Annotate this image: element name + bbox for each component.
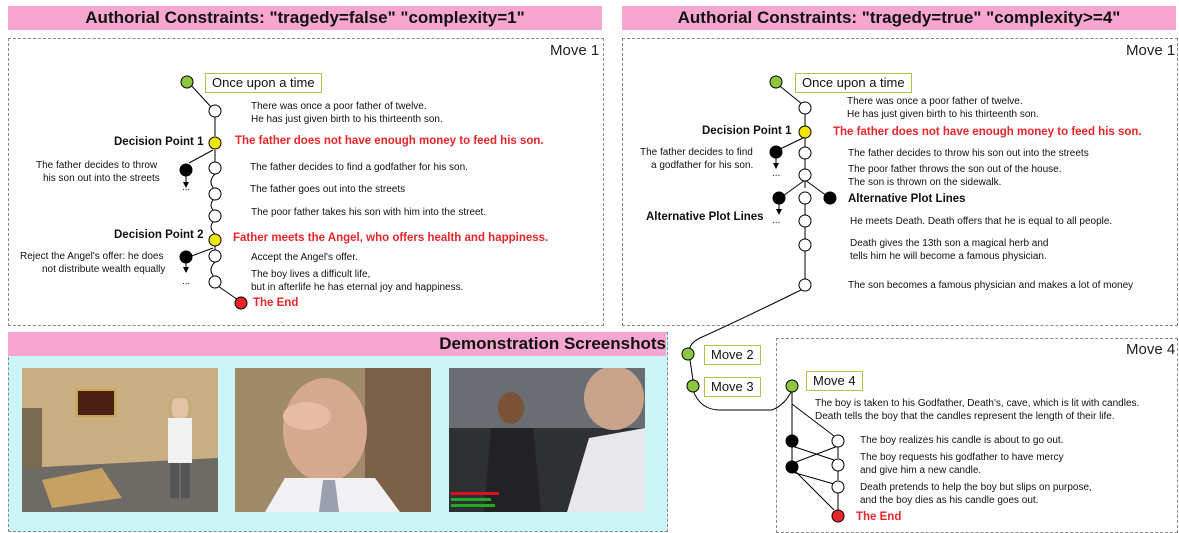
left-intro-line-1: There was once a poor father of twelve. <box>251 101 427 112</box>
right-decision-point-1: Decision Point 1 <box>702 125 792 137</box>
left-decision-node-1 <box>208 136 222 150</box>
right-step-4-line-1: Death gives the 13th son a magical herb … <box>850 238 1049 249</box>
left-decision-point-1: Decision Point 1 <box>114 136 204 148</box>
right-alt-plot-lines-right: Alternative Plot Lines <box>848 193 966 205</box>
left-start-box: Once upon a time <box>205 73 322 93</box>
move4-panel-label: Move 4 <box>1126 341 1176 358</box>
left-start-node <box>180 75 194 89</box>
screenshot-death <box>449 368 645 512</box>
left-decision-text-2: Father meets the Angel, who offers healt… <box>233 232 549 244</box>
left-decision-node-2 <box>208 233 222 247</box>
left-node <box>208 209 222 223</box>
move4-alt-node <box>785 434 799 448</box>
left-node <box>208 161 222 175</box>
screenshot-room <box>22 368 218 512</box>
move4-text-1a: The boy is taken to his Godfather, Death… <box>815 398 1140 409</box>
move4-text-3a: The boy requests his godfather to have m… <box>860 452 1064 463</box>
right-alt-node-1 <box>769 145 783 159</box>
right-alt-node-2 <box>772 191 786 205</box>
move4-end-node <box>831 509 845 523</box>
right-start-box: Once upon a time <box>795 73 912 93</box>
left-step-1: The father decides to find a godfather f… <box>250 162 468 173</box>
right-node <box>798 101 812 115</box>
right-step-4-line-2: tells him he will become a famous physic… <box>850 251 1047 262</box>
right-alt-plot-lines-left: Alternative Plot Lines <box>646 211 764 223</box>
left-step-5-line-2: but in afterlife he has eternal joy and … <box>251 282 464 293</box>
left-intro-line-2: He has just given birth to his thirteent… <box>251 114 443 125</box>
move4-text-1b: Death tells the boy that the candles rep… <box>815 411 1115 422</box>
left-alt1-line-1: The father decides to throw <box>36 160 158 171</box>
left-alt1-line-2: his son out into the streets <box>43 173 160 184</box>
move4-node <box>831 434 845 448</box>
right-node <box>798 278 812 292</box>
move3-node <box>686 379 700 393</box>
left-ellipsis: ... <box>182 276 191 287</box>
move4-node <box>831 480 845 494</box>
left-end-node <box>234 296 248 310</box>
left-node <box>208 275 222 289</box>
screenshot-father <box>235 368 431 512</box>
right-node <box>798 146 812 160</box>
move4-alt-node <box>785 460 799 474</box>
left-alt-node-2 <box>179 250 193 264</box>
right-header: Authorial Constraints: "tragedy=true" "c… <box>622 6 1176 30</box>
move3-box: Move 3 <box>704 377 761 397</box>
left-alt2-line-1: Reject the Angel's offer: he does <box>20 251 164 262</box>
demo-header: Demonstration Screenshots <box>8 332 666 356</box>
left-alt-node-1 <box>179 163 193 177</box>
right-decision-text-1: The father does not have enough money to… <box>833 126 1142 138</box>
left-node <box>208 104 222 118</box>
move4-end-label: The End <box>856 511 902 523</box>
move4-text-3b: and give him a new candle. <box>860 465 982 476</box>
left-decision-point-2: Decision Point 2 <box>114 229 204 241</box>
left-ellipsis: ... <box>182 182 191 193</box>
move4-start-node <box>785 379 799 393</box>
right-alt1-line-2: a godfather for his son. <box>651 160 754 171</box>
left-panel <box>8 38 604 326</box>
move2-box: Move 2 <box>704 345 761 365</box>
move4-text-4a: Death pretends to help the boy but slips… <box>860 482 1092 493</box>
right-alt1-line-1: The father decides to find <box>640 147 753 158</box>
left-step-5-line-1: The boy lives a difficult life, <box>251 269 371 280</box>
right-alt-node-3 <box>823 191 837 205</box>
left-step-3: The poor father takes his son with him i… <box>251 207 487 218</box>
move4-panel <box>776 338 1178 533</box>
move4-text-4b: and the boy dies as his candle goes out. <box>860 495 1039 506</box>
left-node <box>208 187 222 201</box>
right-intro-line-1: There was once a poor father of twelve. <box>847 96 1023 107</box>
right-start-node <box>769 75 783 89</box>
right-ellipsis: ... <box>772 215 781 226</box>
left-end-label: The End <box>253 297 299 309</box>
right-node <box>798 214 812 228</box>
right-step-2-line-2: The son is thrown on the sidewalk. <box>848 177 1002 188</box>
right-step-5: The son becomes a famous physician and m… <box>848 280 1134 291</box>
right-ellipsis: ... <box>772 168 781 179</box>
right-step-2-line-1: The poor father throws the son out of th… <box>848 164 1062 175</box>
move4-text-2: The boy realizes his candle is about to … <box>860 435 1064 446</box>
right-node <box>798 191 812 205</box>
left-header: Authorial Constraints: "tragedy=false" "… <box>8 6 602 30</box>
left-move-label: Move 1 <box>550 42 600 59</box>
move2-node <box>681 347 695 361</box>
right-node <box>798 168 812 182</box>
move4-box: Move 4 <box>806 371 863 391</box>
right-step-1: The father decides to throw his son out … <box>848 148 1089 159</box>
left-step-4: Accept the Angel's offer. <box>251 252 358 263</box>
left-step-2: The father goes out into the streets <box>250 184 406 195</box>
left-node <box>208 249 222 263</box>
left-decision-text-1: The father does not have enough money to… <box>235 135 544 147</box>
right-node <box>798 238 812 252</box>
move4-node <box>831 458 845 472</box>
right-decision-node-1 <box>798 125 812 139</box>
right-move-label: Move 1 <box>1126 42 1176 59</box>
right-intro-line-2: He has just given birth to his thirteent… <box>847 109 1039 120</box>
left-alt2-line-2: not distribute wealth equally <box>42 264 166 275</box>
right-step-3: He meets Death. Death offers that he is … <box>850 216 1113 227</box>
